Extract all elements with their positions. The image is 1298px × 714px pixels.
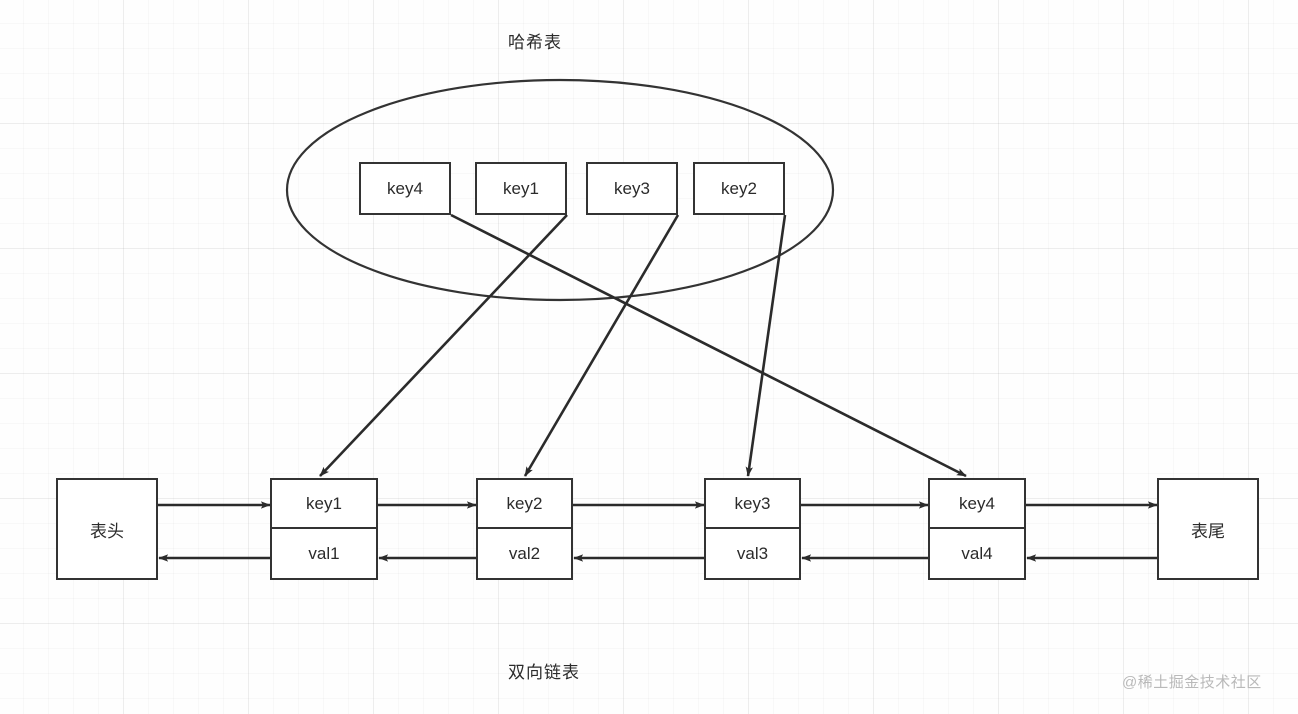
watermark-label: @稀土掘金技术社区: [1122, 674, 1262, 691]
hash-bucket-key3[interactable]: key3: [586, 162, 678, 215]
node-val-cell: val3: [736, 543, 769, 563]
node-key-cell: key4: [930, 480, 1024, 529]
list-node-key4[interactable]: key4 val4: [928, 478, 1026, 580]
node-key-cell: key1: [272, 480, 376, 529]
list-node-key2[interactable]: key2 val2: [476, 478, 573, 580]
pointer-key1: [319, 214, 568, 477]
list-tail-box[interactable]: 表尾: [1157, 478, 1259, 580]
hash-table-title: 哈希表: [508, 33, 562, 52]
node-val-cell: val4: [961, 543, 993, 563]
hash-bucket-key4[interactable]: key4: [359, 162, 451, 215]
hash-bucket-key2[interactable]: key2: [693, 162, 785, 215]
pointer-key2: [745, 214, 787, 477]
list-node-key3[interactable]: key3 val3: [704, 478, 801, 580]
pointer-key4: [450, 213, 967, 478]
list-node-key1[interactable]: key1 val1: [270, 478, 378, 580]
node-val-cell: val1: [308, 543, 340, 563]
list-head-box[interactable]: 表头: [56, 478, 158, 580]
node-key-cell: key2: [478, 480, 571, 529]
node-val-cell: val2: [508, 543, 541, 563]
hash-bucket-key1[interactable]: key1: [475, 162, 567, 215]
node-key-cell: key3: [706, 480, 799, 529]
linked-list-caption: 双向链表: [508, 663, 580, 682]
pointer-key3: [523, 214, 680, 477]
